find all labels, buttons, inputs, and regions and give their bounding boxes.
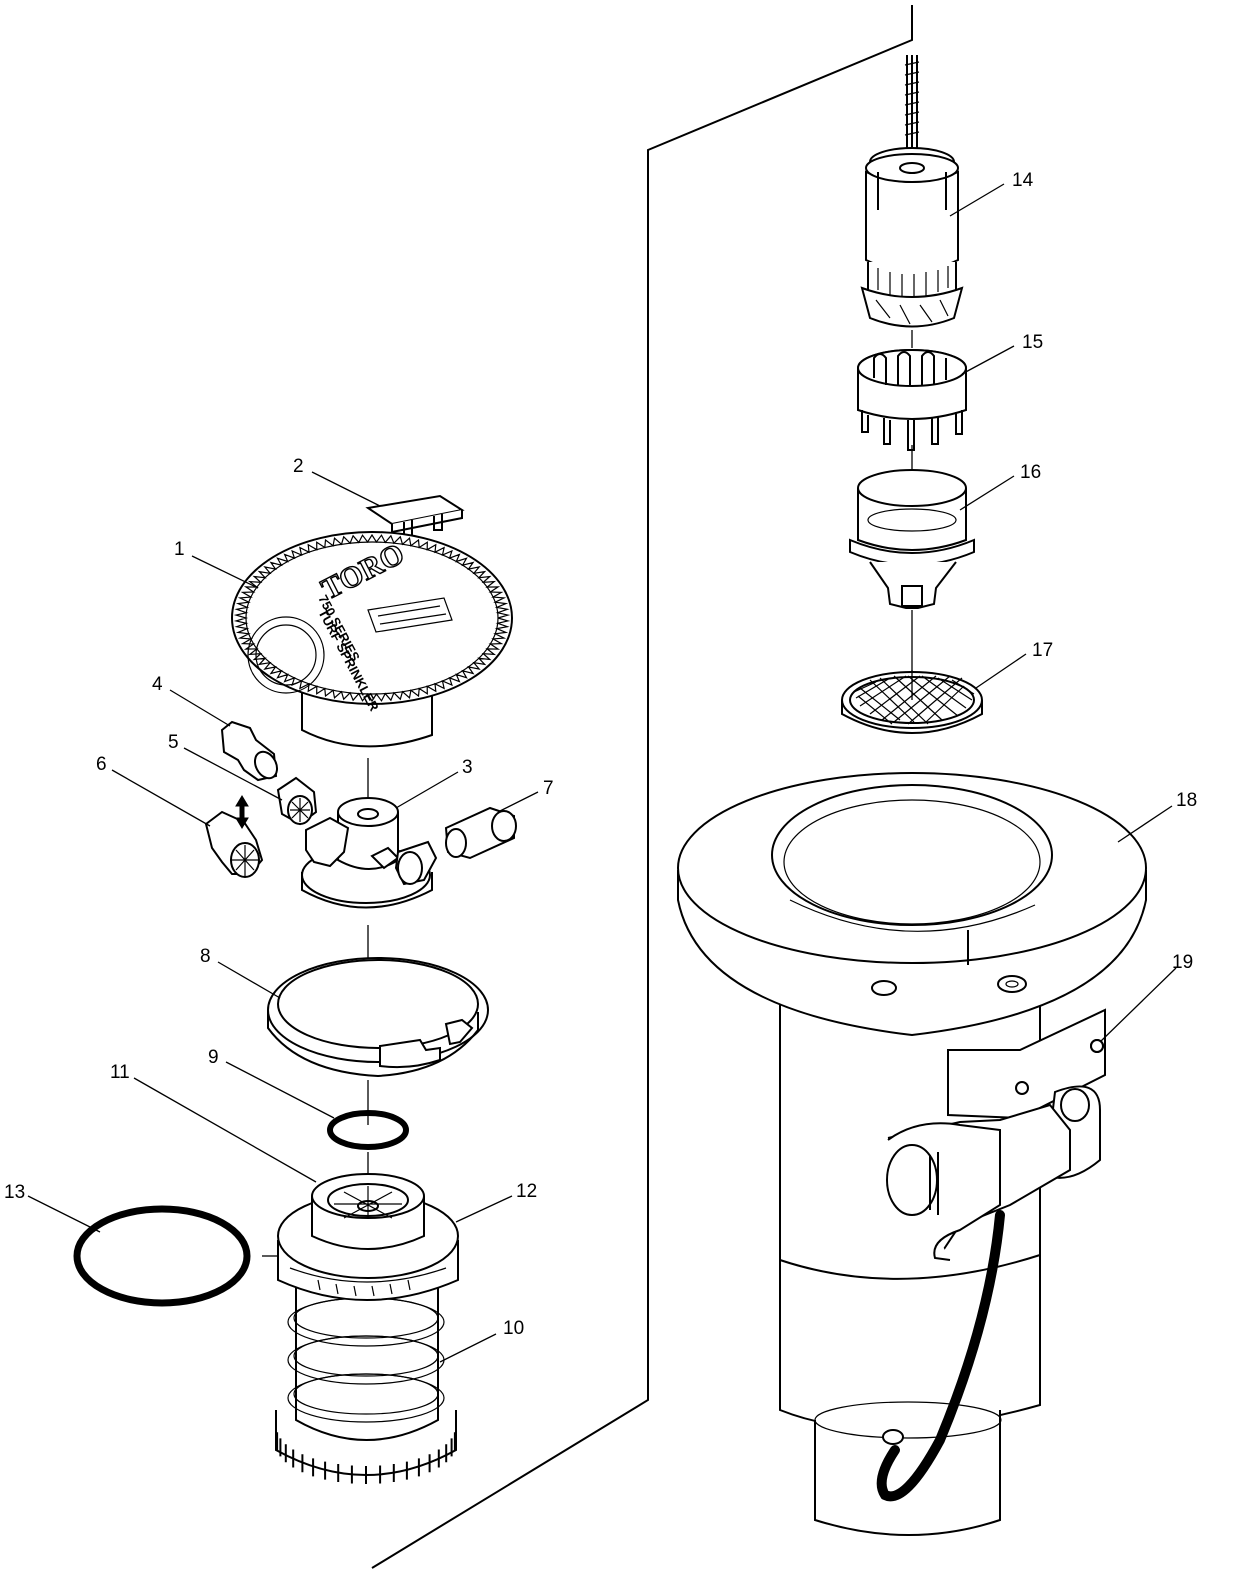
label-part-9: 9 (208, 1047, 219, 1068)
part-4-nozzle (220, 720, 279, 782)
part-13-large-o-ring (73, 1205, 251, 1307)
label-part-1: 1 (174, 539, 185, 560)
part-5-nozzle-insert (276, 776, 318, 826)
part-3-nozzle-base (301, 797, 438, 909)
label-part-4: 4 (152, 674, 163, 695)
label-part-19: 19 (1172, 952, 1193, 973)
part-15-comb-ring (857, 349, 967, 451)
label-part-18: 18 (1176, 790, 1197, 811)
part-16-nozzle-housing (849, 469, 975, 609)
part-number-labels: 1 2 3 4 5 6 7 8 9 10 11 12 13 14 15 16 1… (4, 170, 1197, 1339)
part-7-nozzle-plug (444, 806, 517, 860)
label-part-3: 3 (462, 757, 473, 778)
part-14-drive-assembly (860, 55, 964, 328)
part-11-riser-cap (311, 1173, 425, 1250)
label-part-6: 6 (96, 754, 107, 775)
label-part-7: 7 (543, 778, 554, 799)
part-8-retaining-ring (267, 957, 489, 1078)
assembly-separator-line (371, 5, 913, 1569)
label-part-14: 14 (1012, 170, 1034, 191)
label-part-13: 13 (4, 1182, 25, 1203)
part-1-rotor-cap: TORO 750 SERIES TURF SPRINKLER (231, 531, 513, 748)
part-10-riser-assembly (275, 1260, 457, 1484)
label-part-5: 5 (168, 732, 179, 753)
leader-lines (27, 183, 1177, 1363)
part-17-screen-filter (841, 670, 983, 734)
adjust-arrow-icon (235, 795, 249, 829)
part-18-cable (876, 1210, 1005, 1502)
label-part-8: 8 (200, 946, 211, 967)
part-9-o-ring (327, 1110, 409, 1150)
label-part-15: 15 (1022, 332, 1043, 353)
part-2-nameplate (365, 494, 465, 537)
label-part-16: 16 (1020, 462, 1041, 483)
part-6-adjustable-nozzle (204, 795, 264, 878)
label-part-10: 10 (503, 1318, 524, 1339)
part-19-screw (1090, 1039, 1104, 1053)
label-part-12: 12 (516, 1181, 537, 1202)
part-18-case-body (677, 772, 1147, 1536)
label-part-11: 11 (110, 1062, 130, 1083)
label-part-17: 17 (1032, 640, 1053, 661)
label-part-2: 2 (293, 456, 304, 477)
